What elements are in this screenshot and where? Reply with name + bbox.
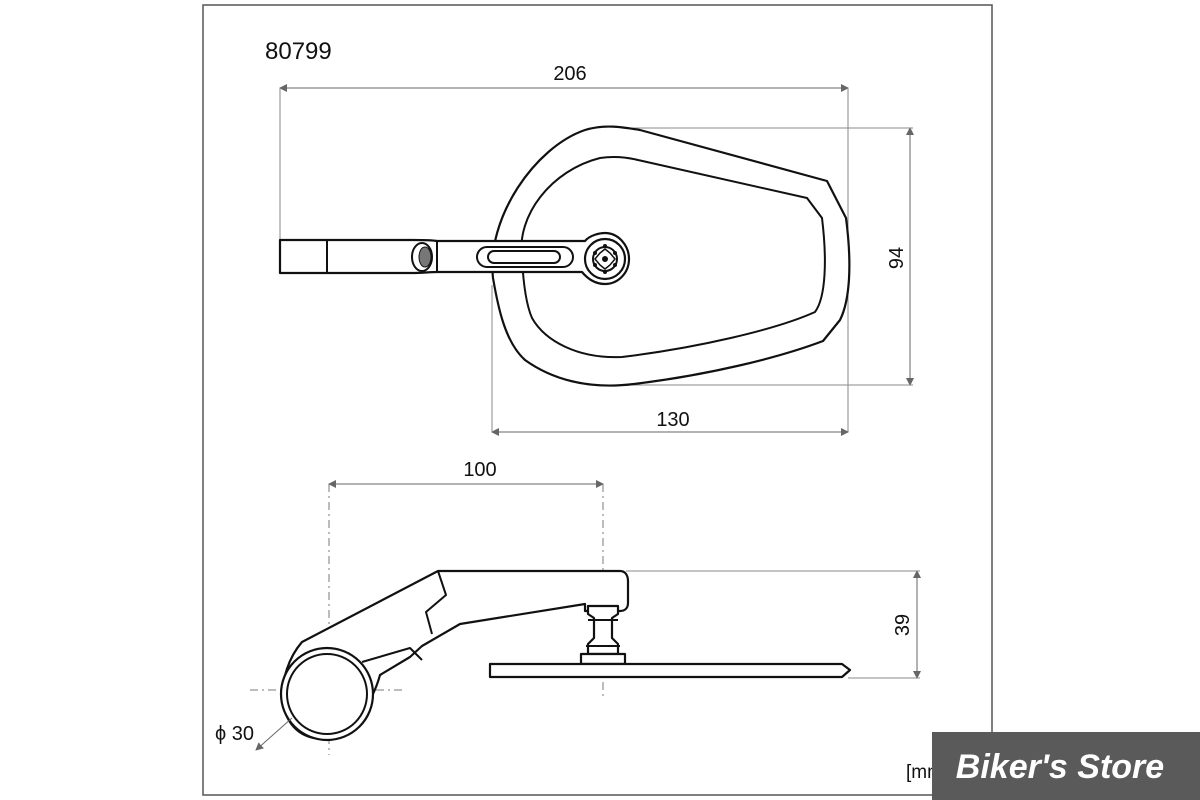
mirror-head-outline (491, 125, 851, 387)
clamp-diameter-leader (255, 717, 293, 751)
mirror-stem-base (579, 652, 627, 666)
bolt-hole-icon (613, 263, 617, 267)
watermark: Biker's Store (932, 732, 1200, 800)
bolt-hole-icon (593, 263, 597, 267)
overall-length-label: 206 (553, 63, 586, 85)
arm-reach-label: 100 (463, 459, 496, 481)
bolt-hole-icon (603, 244, 607, 248)
watermark-text: Biker's Store (956, 748, 1164, 786)
mirror-glass-outline (520, 155, 826, 359)
side-height-label: 39 (892, 614, 914, 636)
pivot-cap (411, 242, 433, 272)
bolt-hole-icon (593, 251, 597, 255)
pivot-shadow (418, 246, 432, 268)
side-mirror-head (488, 662, 852, 679)
watermark-background (932, 732, 1200, 800)
head-width-label: 130 (656, 409, 689, 431)
clamp-diameter-label: ϕ 30 (215, 723, 254, 745)
arm-slot-inner (487, 250, 561, 264)
arm-detail-lines (361, 570, 447, 663)
bolt-hole-icon (613, 251, 617, 255)
side-view: 100 39 ϕ 30 (215, 459, 921, 755)
mirror-arm-top-outline (278, 231, 631, 286)
drawing-frame (202, 4, 993, 796)
top-view: 206 130 94 (278, 63, 914, 436)
bolt-center (602, 256, 608, 262)
arm-slot-outer (476, 246, 574, 268)
handlebar-clamp-inner (286, 653, 368, 735)
head-height-label: 94 (886, 247, 908, 269)
handlebar-clamp-outer (279, 646, 375, 742)
part-number: 80799 (265, 38, 332, 65)
bolt-hole-icon (603, 270, 607, 274)
